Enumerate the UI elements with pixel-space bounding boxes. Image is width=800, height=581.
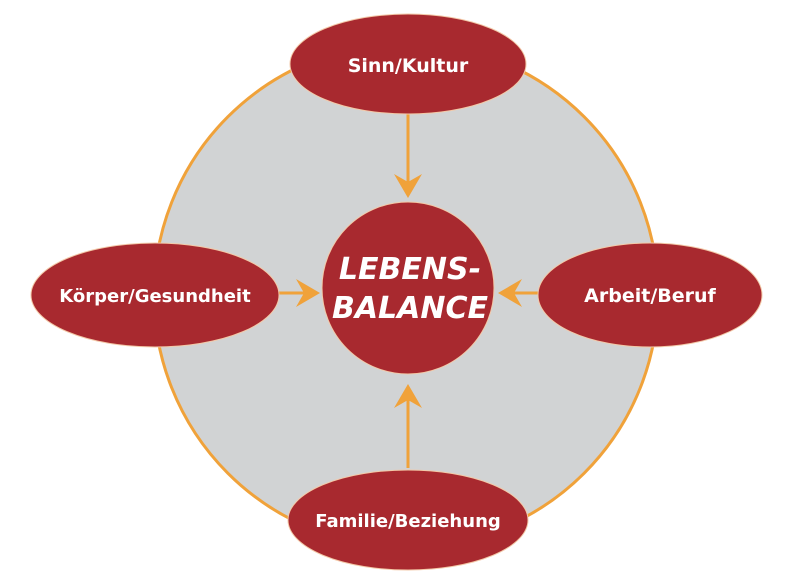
- node-top: Sinn/Kultur: [289, 13, 527, 115]
- node-bottom: Familie/Beziehung: [287, 469, 529, 571]
- arrow-left: [278, 279, 320, 307]
- node-left: Körper/Gesundheit: [30, 242, 280, 348]
- node-top-label: Sinn/Kultur: [348, 55, 469, 77]
- center-label-line2: BALANCE: [332, 291, 489, 326]
- node-right-label: Arbeit/Beruf: [584, 285, 716, 307]
- node-right: Arbeit/Beruf: [537, 242, 763, 348]
- node-left-label: Körper/Gesundheit: [59, 286, 251, 307]
- center-label-line1: LEBENS-: [339, 252, 481, 287]
- node-bottom-label: Familie/Beziehung: [315, 511, 501, 532]
- arrow-bottom: [394, 384, 422, 468]
- arrow-right: [498, 279, 540, 307]
- center-node: LEBENS- BALANCE: [321, 201, 495, 375]
- arrow-top: [394, 112, 422, 198]
- arrows: [278, 112, 540, 468]
